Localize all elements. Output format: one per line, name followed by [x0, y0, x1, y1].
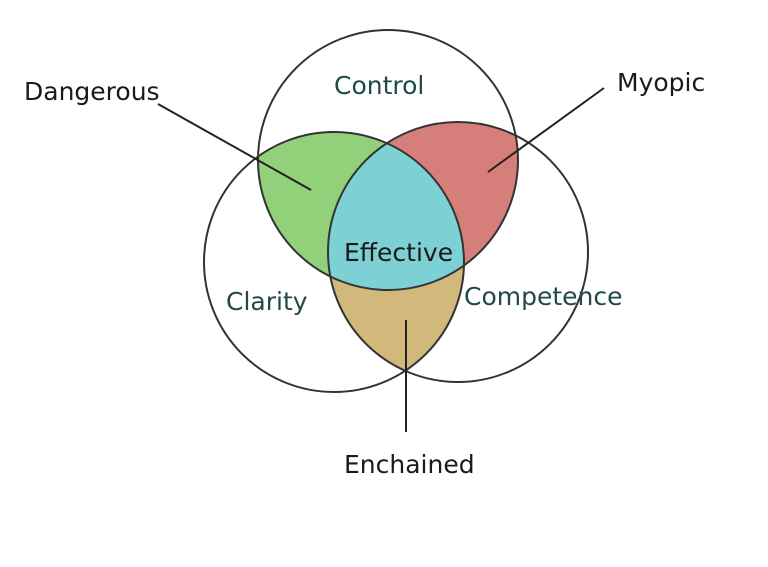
callout-enchained: Enchained [344, 450, 475, 479]
label-effective: Effective [344, 238, 453, 267]
callout-myopic: Myopic [617, 68, 705, 97]
region-effective [328, 132, 464, 290]
leader-myopic [487, 87, 605, 173]
circle-competence [327, 121, 589, 383]
label-control: Control [334, 71, 424, 100]
circle-clarity [203, 131, 465, 393]
label-competence: Competence [464, 282, 623, 311]
label-clarity: Clarity [226, 287, 308, 316]
callout-dangerous: Dangerous [24, 77, 160, 106]
leader-dangerous [157, 103, 312, 191]
